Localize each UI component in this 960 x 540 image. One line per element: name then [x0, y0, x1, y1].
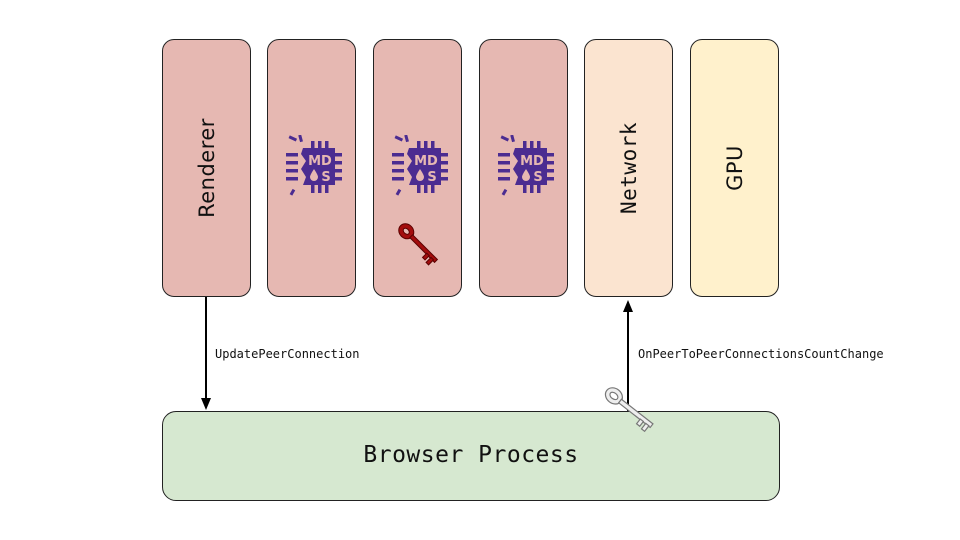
- red-key-icon: [398, 223, 439, 266]
- renderer-process-box: Renderer: [162, 39, 251, 297]
- renderer-process-box-mds-1: MD S: [267, 39, 356, 297]
- network-process-box: Network: [584, 39, 673, 297]
- svg-text:MD: MD: [414, 154, 438, 169]
- browser-process-label: Browser Process: [363, 442, 579, 468]
- message-label-update-peer-connection: UpdatePeerConnection: [215, 347, 360, 361]
- message-label-on-peer-to-peer-count-change: OnPeerToPeerConnectionsCountChange: [638, 347, 884, 361]
- svg-text:S: S: [321, 170, 330, 185]
- mds-chip-icon: MD S: [392, 135, 448, 196]
- grey-key-icon: [604, 387, 654, 433]
- network-label: Network: [616, 121, 641, 215]
- gpu-process-box: GPU: [690, 39, 779, 297]
- renderer-process-box-mds-2: MD S: [373, 39, 462, 297]
- renderer-process-box-mds-3: MD S: [479, 39, 568, 297]
- mds-chip-icon: MD S: [286, 135, 342, 196]
- arrow-update-peer-connection: [201, 297, 211, 410]
- mds-chip-icon: MD S: [498, 135, 554, 196]
- browser-process-box: Browser Process: [162, 411, 780, 501]
- gpu-label: GPU: [722, 145, 747, 191]
- renderer-label: Renderer: [194, 118, 219, 218]
- svg-text:MD: MD: [520, 154, 544, 169]
- svg-text:MD: MD: [308, 154, 332, 169]
- svg-text:S: S: [533, 170, 542, 185]
- svg-text:S: S: [427, 170, 436, 185]
